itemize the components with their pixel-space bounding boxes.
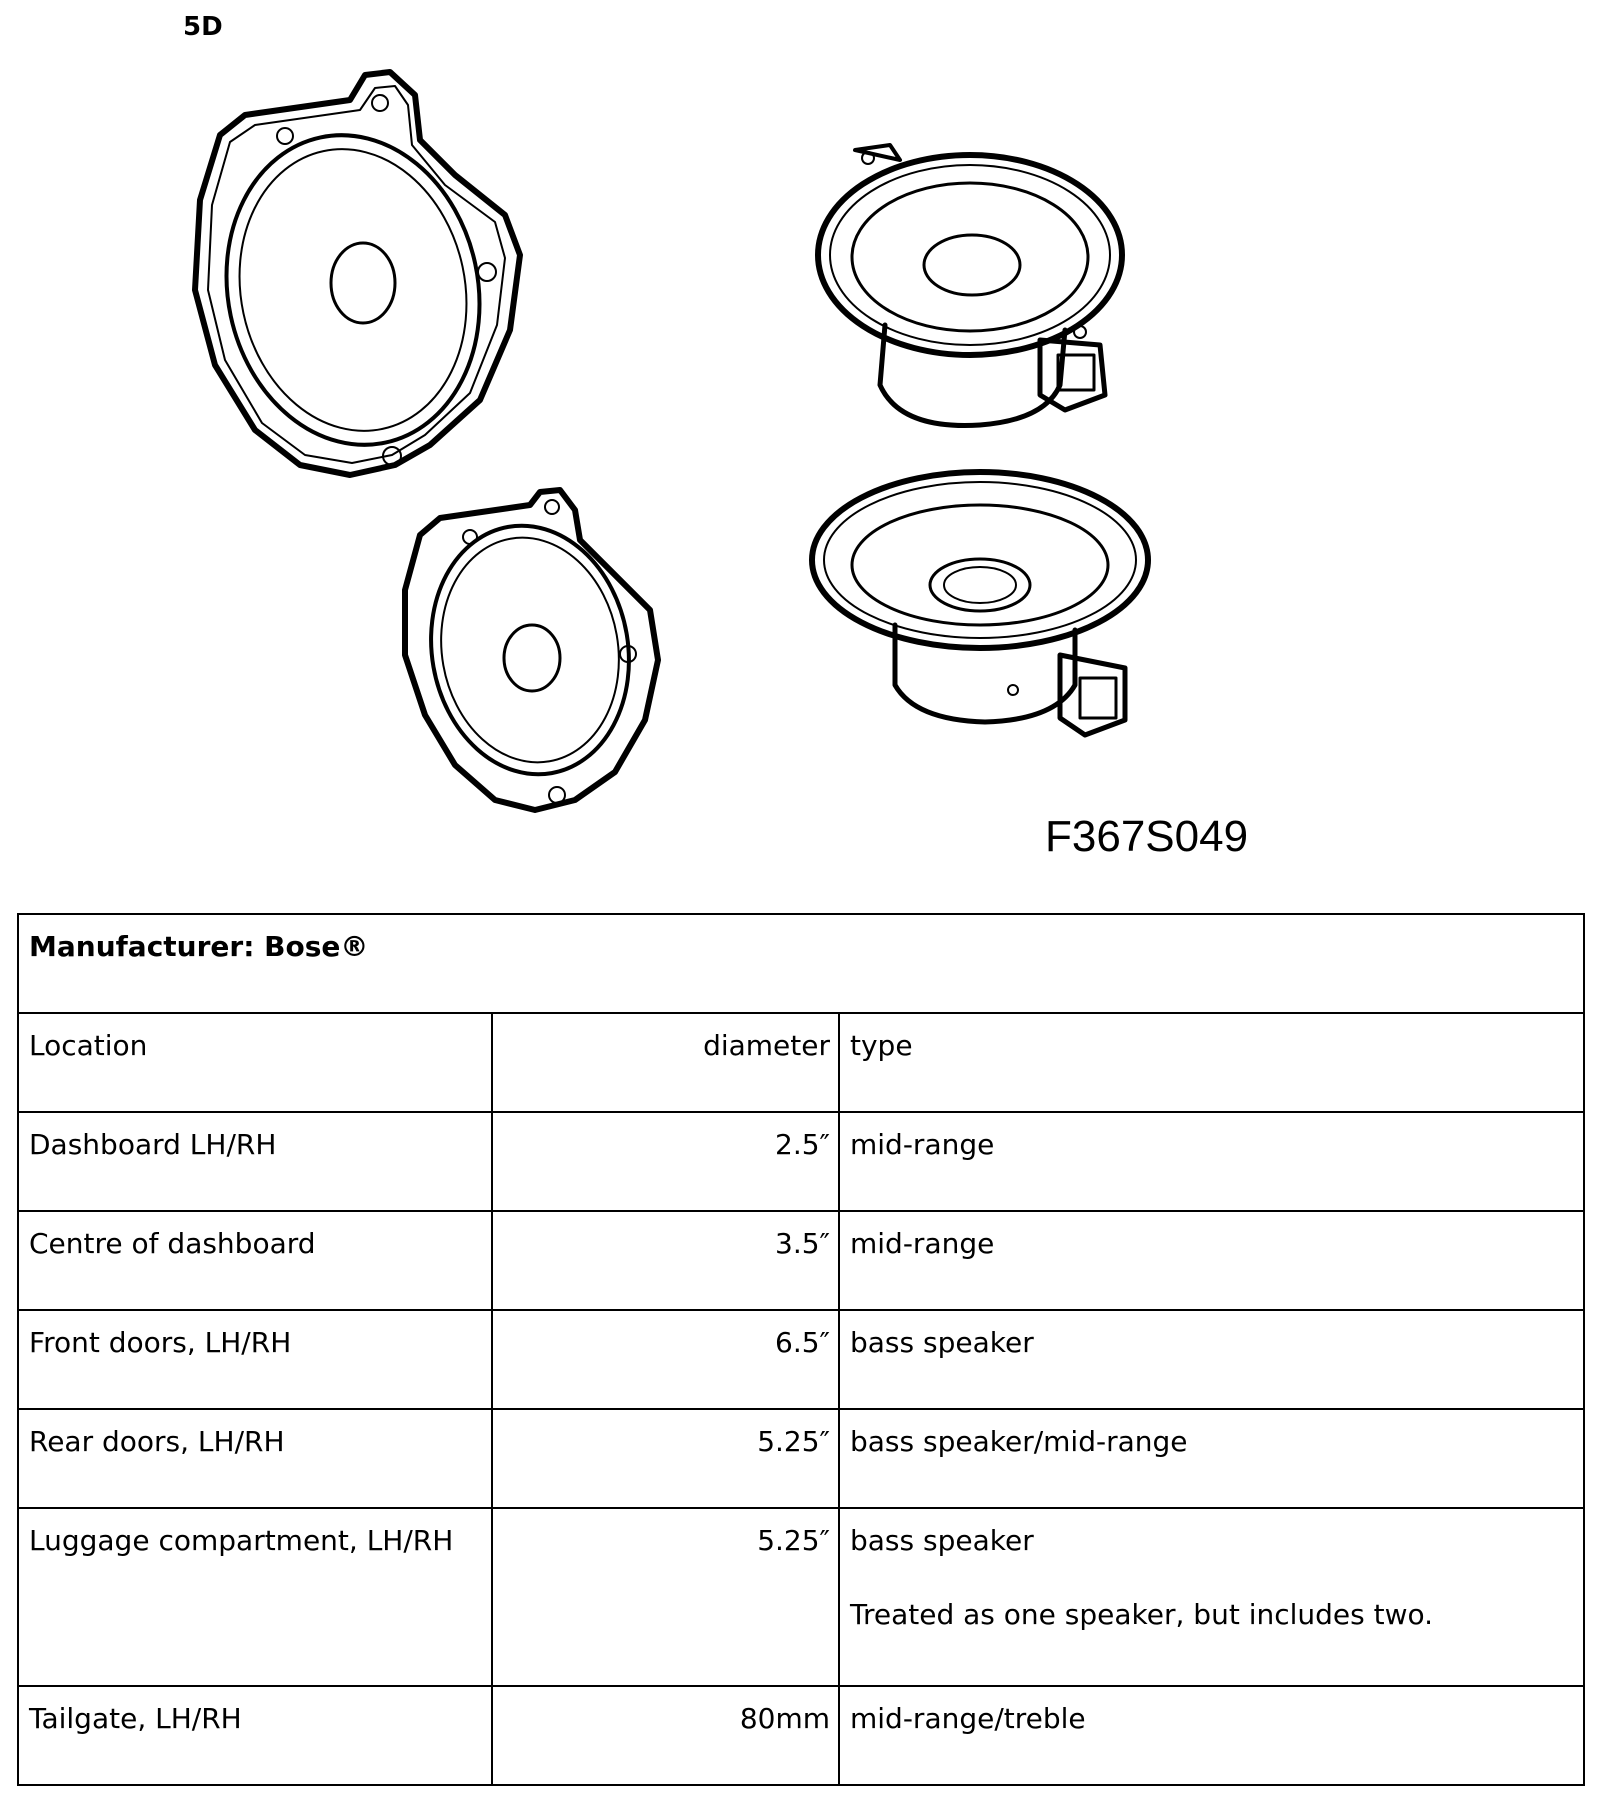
large-door-speaker-drawing <box>192 69 523 478</box>
speaker-illustration <box>192 69 1151 813</box>
table-row: Luggage compartment, LH/RH 5.25″ bass sp… <box>17 1507 1585 1687</box>
header-row: Location diameter type <box>17 1012 1585 1113</box>
table-row: Front doors, LH/RH 6.5″ bass speaker <box>17 1309 1585 1410</box>
diameter-cell: 80mm <box>491 1685 840 1786</box>
location-cell: Dashboard LH/RH <box>17 1111 493 1212</box>
section-label: 5D <box>183 12 223 42</box>
figure-code: F367S049 <box>1045 812 1249 861</box>
location-cell: Tailgate, LH/RH <box>17 1685 493 1786</box>
diameter-cell: 5.25″ <box>491 1408 840 1509</box>
type-note: Treated as one speaker, but includes two… <box>850 1598 1434 1632</box>
diameter-cell: 2.5″ <box>491 1111 840 1212</box>
location-cell: Front doors, LH/RH <box>17 1309 493 1410</box>
location-cell: Rear doors, LH/RH <box>17 1408 493 1509</box>
table-row: Dashboard LH/RH 2.5″ mid-range <box>17 1111 1585 1212</box>
location-cell: Centre of dashboard <box>17 1210 493 1311</box>
location-cell: Luggage compartment, LH/RH <box>17 1507 493 1687</box>
header-type: type <box>838 1012 1585 1113</box>
type-cell: bass speaker/mid-range <box>838 1408 1585 1509</box>
type-cell: mid-range <box>838 1210 1585 1311</box>
diameter-cell: 3.5″ <box>491 1210 840 1311</box>
medium-door-speaker-drawing <box>402 487 661 813</box>
table-row: Centre of dashboard 3.5″ mid-range <box>17 1210 1585 1311</box>
type-cell: mid-range/treble <box>838 1685 1585 1786</box>
table-row: Tailgate, LH/RH 80mm mid-range/treble <box>17 1685 1585 1786</box>
type-cell: bass speaker Treated as one speaker, but… <box>838 1507 1585 1687</box>
table-row: Rear doors, LH/RH 5.25″ bass speaker/mid… <box>17 1408 1585 1509</box>
header-location: Location <box>17 1012 493 1113</box>
header-diameter: diameter <box>491 1012 840 1113</box>
diameter-cell: 5.25″ <box>491 1507 840 1687</box>
diameter-cell: 6.5″ <box>491 1309 840 1410</box>
manufacturer-cell: Manufacturer: Bose® <box>17 913 1585 1014</box>
type-cell: bass speaker <box>838 1309 1585 1410</box>
type-cell: mid-range <box>838 1111 1585 1212</box>
type-text: bass speaker <box>850 1524 1034 1557</box>
manufacturer-row: Manufacturer: Bose® <box>17 913 1585 1014</box>
speaker-spec-table: Manufacturer: Bose® Location diameter ty… <box>17 913 1585 1786</box>
small-dashboard-speaker-drawing <box>815 143 1125 428</box>
small-centre-speaker-drawing <box>809 469 1151 738</box>
